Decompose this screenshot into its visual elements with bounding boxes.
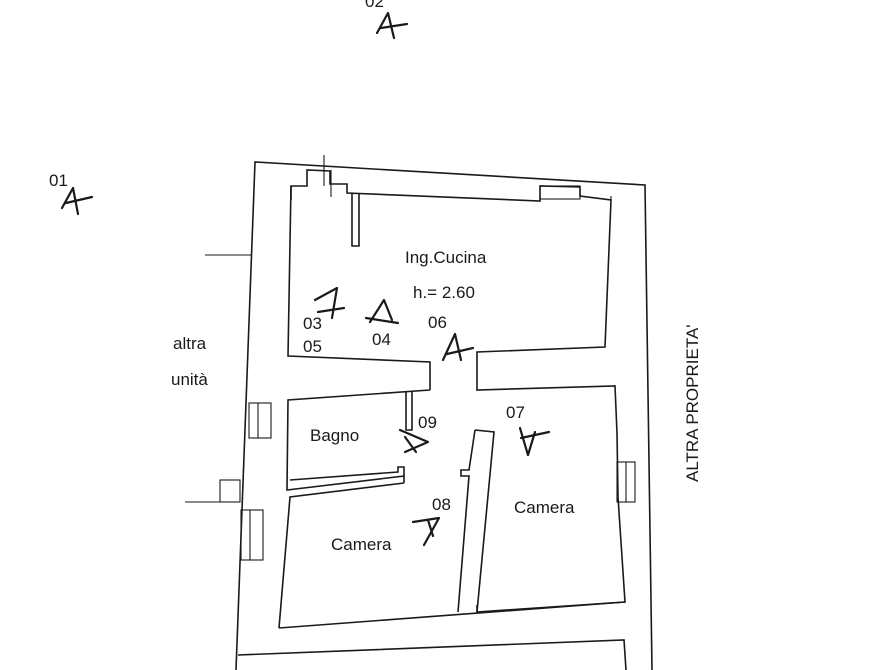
room-label-bedroom-right: Camera	[514, 498, 575, 517]
room-label-bathroom: Bagno	[310, 426, 359, 445]
view-label-05: 05	[303, 337, 322, 356]
view-marker-01: 01	[49, 171, 94, 216]
neighbor-label-left-1: altra	[173, 334, 207, 353]
view-label-08: 08	[432, 495, 451, 514]
view-marker-07: 07	[506, 403, 551, 457]
room-height-label: h.= 2.60	[413, 283, 475, 302]
view-marker-08: 08	[411, 495, 451, 547]
view-marker-02: 02	[365, 0, 409, 40]
view-label-09: 09	[418, 413, 437, 432]
view-label-06: 06	[428, 313, 447, 332]
view-label-01: 01	[49, 171, 68, 190]
view-marker-03: 03	[303, 286, 346, 333]
view-label-04: 04	[372, 330, 391, 349]
view-label-07: 07	[506, 403, 525, 422]
view-marker-04: 04	[364, 298, 400, 349]
view-label-03: 03	[303, 314, 322, 333]
view-marker-06: 06	[428, 313, 475, 362]
view-label-02: 02	[365, 0, 384, 11]
interior-walls	[185, 155, 636, 629]
neighbor-label-left-2: unità	[171, 370, 208, 389]
neighbor-label-right: ALTRA PROPRIETA'	[683, 324, 702, 482]
view-marker-09: 09	[398, 413, 437, 454]
room-label-kitchen: Ing.Cucina	[405, 248, 487, 267]
room-label-bedroom-left: Camera	[331, 535, 392, 554]
outer-walls	[235, 161, 653, 670]
